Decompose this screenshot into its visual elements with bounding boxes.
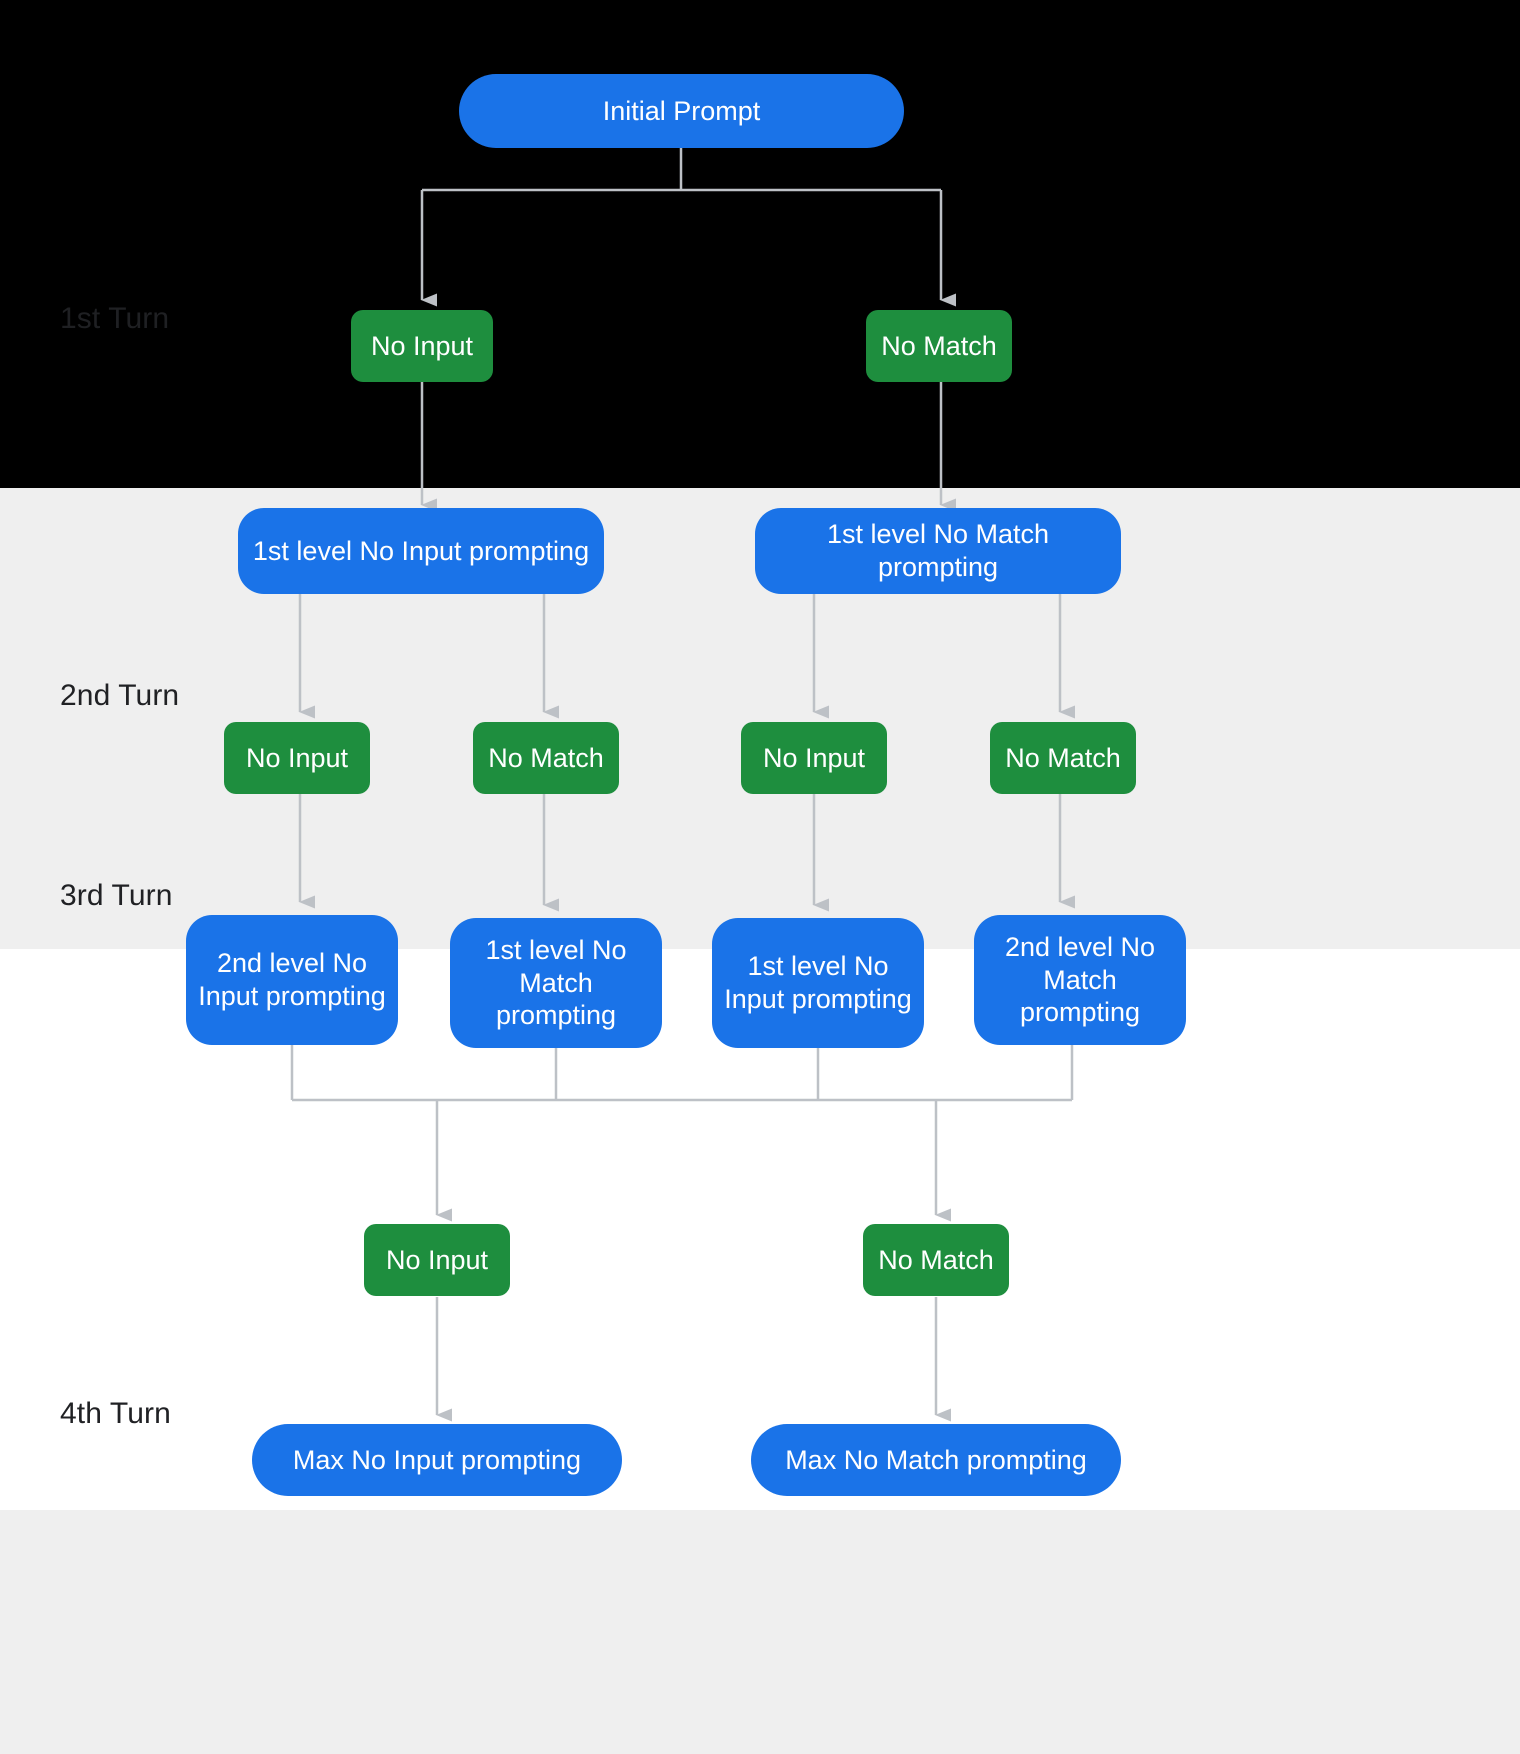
node-label: No Input [385,1244,489,1275]
node-t1-no-match[interactable]: No Match [866,310,1012,382]
node-t2-no-match-b[interactable]: No Match [990,722,1136,794]
node-t1-no-input[interactable]: No Input [351,310,493,382]
node-max-no-input-prompting[interactable]: Max No Input prompting [252,1424,622,1496]
node-max-no-match-prompting[interactable]: Max No Match prompting [751,1424,1121,1496]
node-t2-no-input-b[interactable]: No Input [741,722,887,794]
node-label: No Match [881,330,997,361]
band-4th-turn [0,1510,1520,1754]
node-label: No Input [245,742,349,773]
node-1st-level-no-match-prompting-2[interactable]: 1st level No Match prompting [450,918,662,1048]
node-label: 1st level No Match prompting [485,934,627,1031]
node-2nd-level-no-input-prompting[interactable]: 2nd level No Input prompting [186,915,398,1045]
node-label: No Input [370,330,474,361]
node-label: 1st level No Match prompting [826,519,1050,582]
turn-label-1st: 1st Turn [60,302,170,335]
node-t3-no-match[interactable]: No Match [863,1224,1009,1296]
node-label: Initial Prompt [602,95,761,126]
node-label: 2nd level No Input prompting [198,948,386,1011]
node-t2-no-match-a[interactable]: No Match [473,722,619,794]
node-label: No Match [1005,742,1121,773]
node-initial-prompt[interactable]: Initial Prompt [459,74,904,148]
turn-label-2nd: 2nd Turn [60,679,180,712]
node-label: No Match [488,742,604,773]
node-t3-no-input[interactable]: No Input [364,1224,510,1296]
node-1st-level-no-input-prompting-2[interactable]: 1st level No Input prompting [712,918,924,1048]
node-label: Max No Match prompting [785,1444,1087,1475]
turn-label-4th: 4th Turn [60,1397,171,1430]
node-2nd-level-no-match-prompting[interactable]: 2nd level No Match prompting [974,915,1186,1045]
node-label: 2nd level No Match prompting [1004,931,1156,1028]
node-label: No Input [762,742,866,773]
node-label: 1st level No Input prompting [724,951,912,1014]
node-label: No Match [878,1244,994,1275]
turn-label-3rd: 3rd Turn [60,879,173,912]
node-t2-no-input-a[interactable]: No Input [224,722,370,794]
node-1st-level-no-input-prompting[interactable]: 1st level No Input prompting [238,508,604,594]
node-1st-level-no-match-prompting[interactable]: 1st level No Match prompting [755,508,1121,594]
node-label: 1st level No Input prompting [252,535,590,566]
node-label: Max No Input prompting [292,1444,582,1475]
